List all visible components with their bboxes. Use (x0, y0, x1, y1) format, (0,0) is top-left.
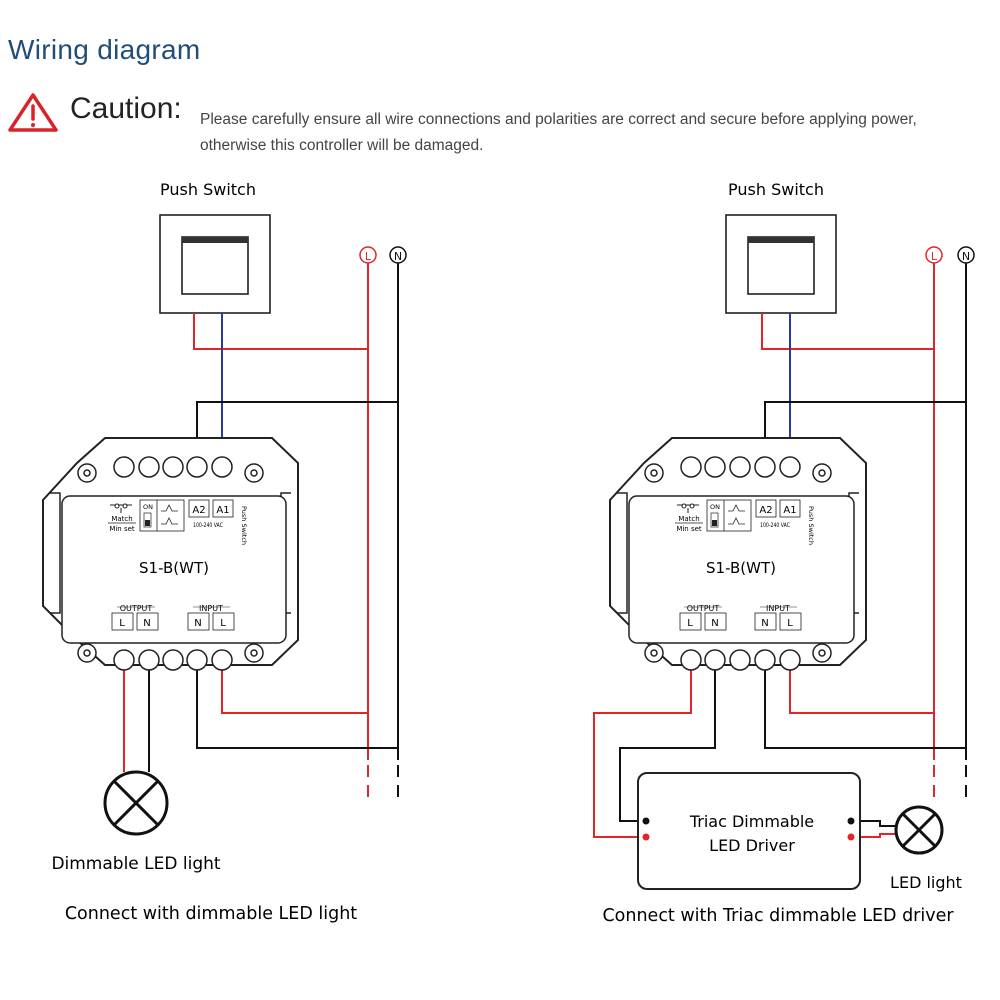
model-name: S1-B(WT) (139, 559, 209, 577)
push-switch-small-label: Push Switch (807, 506, 815, 545)
match-label: Match (678, 515, 699, 523)
driver-line2: LED Driver (709, 836, 795, 855)
push-switch-paddle (181, 236, 249, 295)
out-n: N (143, 618, 150, 629)
in-n: N (761, 618, 768, 629)
caption: Connect with dimmable LED light (65, 904, 357, 924)
terminal-block-top (680, 456, 801, 478)
controller-label-panel (61, 495, 287, 644)
caution-label: Caution: (70, 92, 182, 125)
live-marker: L (931, 250, 938, 263)
push-switch-label: Push Switch (160, 180, 256, 199)
led-lamp-icon (103, 770, 169, 836)
minset-label: Min set (676, 525, 702, 533)
out-l: L (687, 618, 693, 629)
label-panel-details: Match Min set ON A2 A1 100-240 VAC Push … (108, 499, 248, 631)
in-l: L (787, 618, 793, 629)
out-l: L (119, 618, 125, 629)
terminal-block-bottom (113, 649, 233, 671)
left-diagram: Push Switch L N (42, 180, 407, 924)
led-lamp-icon (894, 805, 944, 855)
push-switch-label: Push Switch (728, 180, 824, 199)
vac-label: 100-240 VAC (193, 521, 223, 529)
page-title: Wiring diagram (8, 34, 201, 65)
model-name: S1-B(WT) (706, 559, 776, 577)
vac-label: 100-240 VAC (760, 521, 790, 529)
in-l: L (220, 618, 226, 629)
caution-line-2: otherwise this controller will be damage… (200, 137, 484, 154)
light-label: LED light (890, 873, 962, 892)
led-driver-box (637, 772, 861, 890)
match-label: Match (111, 515, 132, 523)
caution-text: Please carefully ensure all wire connect… (200, 107, 1000, 159)
a2-label: A2 (759, 505, 772, 516)
push-switch-small-label: Push Switch (240, 506, 248, 545)
right-diagram: Push Switch L N (593, 180, 975, 926)
driver-line1: Triac Dimmable (689, 812, 814, 831)
neutral-marker: N (962, 250, 970, 263)
output-label: OUTPUT (687, 604, 720, 613)
terminal-block-bottom (680, 649, 801, 671)
push-switch-paddle (747, 236, 815, 295)
warning-icon (8, 93, 58, 132)
minset-label: Min set (109, 525, 135, 533)
controller-label-panel (628, 495, 855, 644)
label-panel-details: Match Min set ON A2 A1 100-240 VAC Push … (675, 499, 815, 631)
a1-label: A1 (216, 505, 229, 516)
in-n: N (194, 618, 201, 629)
caption: Connect with Triac dimmable LED driver (602, 906, 954, 926)
a2-label: A2 (192, 505, 205, 516)
output-label: OUTPUT (120, 604, 153, 613)
on-label: ON (143, 503, 153, 511)
on-label: ON (710, 503, 720, 511)
live-marker: L (365, 250, 372, 263)
out-n: N (711, 618, 718, 629)
terminal-block-top (113, 456, 233, 478)
input-label: INPUT (766, 604, 790, 613)
a1-label: A1 (783, 505, 796, 516)
light-label: Dimmable LED light (51, 854, 220, 874)
caution-line-1: Please carefully ensure all wire connect… (200, 111, 917, 128)
input-label: INPUT (199, 604, 223, 613)
neutral-marker: N (394, 250, 402, 263)
